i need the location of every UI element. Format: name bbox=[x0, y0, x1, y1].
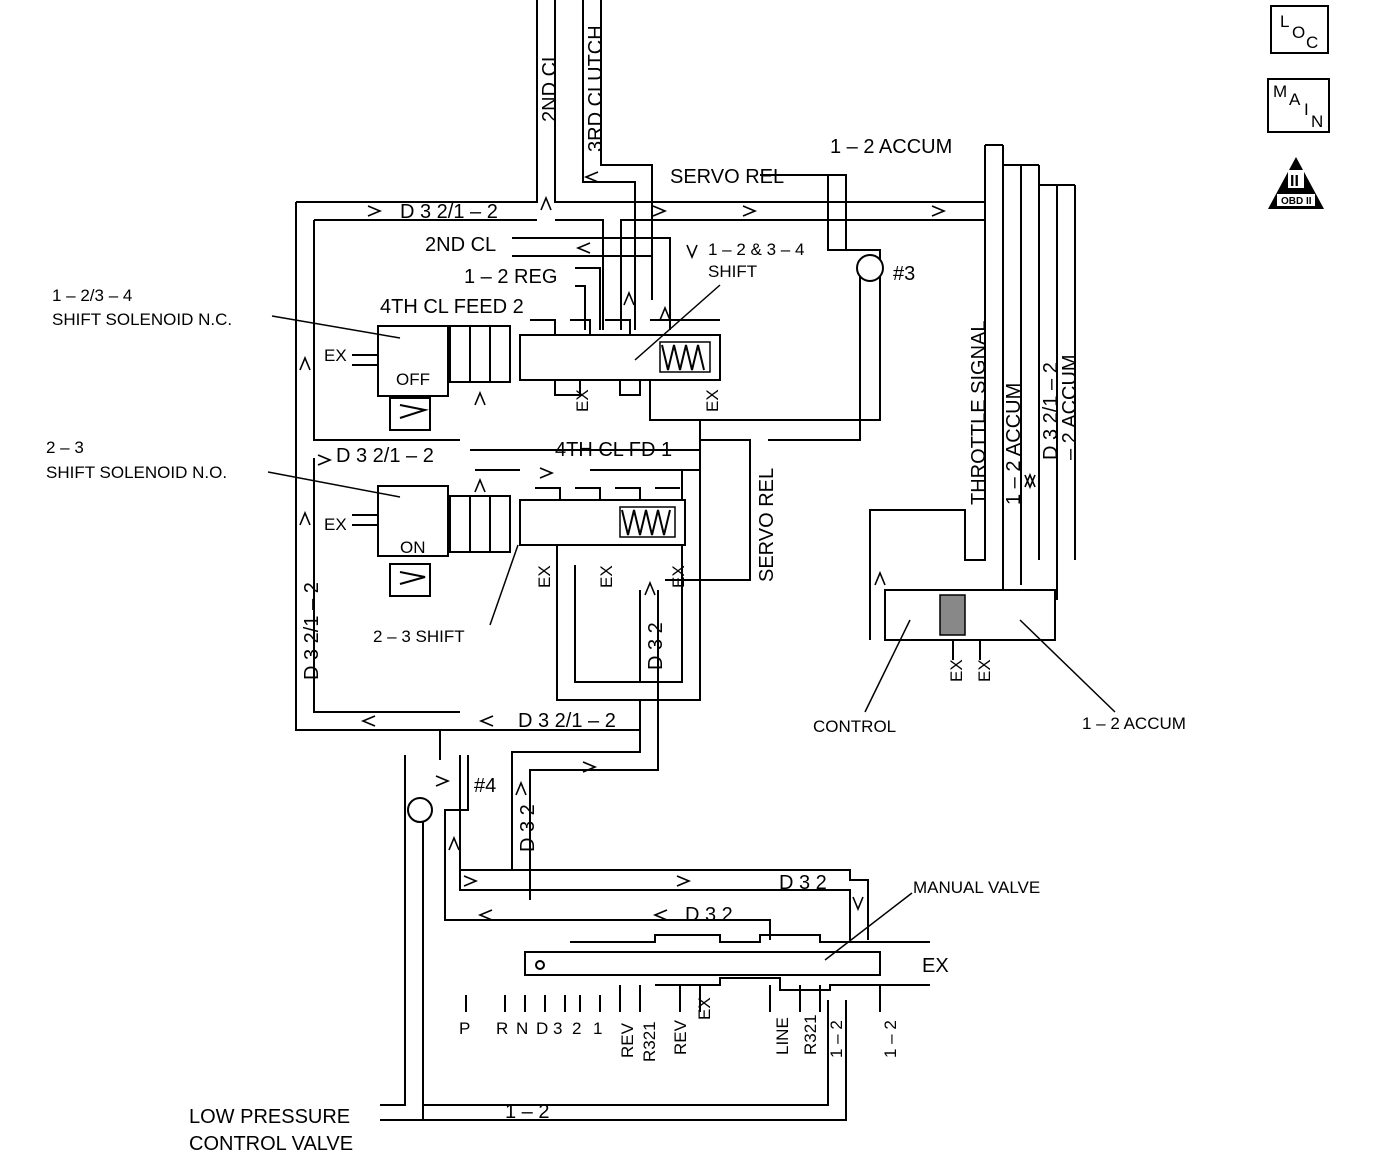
label-on: ON bbox=[400, 538, 426, 557]
label-solenoid-23: 2 – 3 bbox=[46, 438, 84, 457]
label-d32-lower: D 3 2 bbox=[517, 804, 539, 852]
label-servo-rel-top: SERVO REL bbox=[670, 166, 784, 188]
label-port-rev: REV bbox=[618, 1022, 637, 1058]
label-ex: EX bbox=[535, 565, 554, 588]
label-ex: EX bbox=[947, 659, 966, 682]
label-1-2-reg: 1 – 2 REG bbox=[464, 266, 557, 288]
main-icon-letter: M bbox=[1273, 82, 1287, 101]
leader-lines bbox=[267, 284, 1116, 961]
manual-valve[interactable] bbox=[524, 934, 930, 991]
label-ex: EX bbox=[975, 659, 994, 682]
label-2-3-shift: 2 – 3 SHIFT bbox=[373, 627, 465, 646]
label-port-r321: R321 bbox=[640, 1021, 659, 1062]
loc-icon-letter: C bbox=[1306, 33, 1318, 52]
label-port-1-2: 1 – 2 bbox=[881, 1020, 900, 1058]
accumulator-valve[interactable] bbox=[884, 589, 1056, 660]
main-icon-letter: A bbox=[1289, 90, 1301, 109]
label-1-2-accum-bottom: 1 – 2 ACCUM bbox=[1082, 714, 1186, 733]
label-check-ball-4: #4 bbox=[474, 775, 496, 797]
label-position-1: 1 bbox=[593, 1019, 602, 1038]
label-ex: EX bbox=[597, 565, 616, 588]
label-2nd-cl-mid: 2ND CL bbox=[425, 234, 496, 256]
loc-icon-letter: O bbox=[1292, 23, 1305, 42]
label-port-ex: EX bbox=[695, 997, 714, 1020]
label-d32-12-top: D 3 2/1 – 2 bbox=[400, 201, 498, 223]
label-d32-return: D 3 2 bbox=[685, 904, 733, 926]
label-1-2-accum-top: 1 – 2 ACCUM bbox=[830, 136, 952, 158]
obd-icon-numeral: II bbox=[1290, 173, 1299, 190]
label-2-accum-right: – 2 ACCUM bbox=[1059, 354, 1081, 460]
label-position-d: D bbox=[536, 1019, 548, 1038]
shift-valve-23[interactable] bbox=[519, 487, 686, 546]
flow-arrows bbox=[299, 171, 1036, 921]
label-solenoid-1234: 1 – 2/3 – 4 bbox=[52, 286, 132, 305]
label-control: CONTROL bbox=[813, 717, 896, 736]
loc-icon-letter: L bbox=[1280, 12, 1289, 31]
channel-lines bbox=[295, 0, 1076, 1121]
label-d32-vertical: D 3 2 bbox=[645, 622, 667, 670]
label-ex: EX bbox=[324, 346, 347, 365]
shift-solenoid-1234[interactable] bbox=[352, 325, 511, 431]
label-ex-manual: EX bbox=[922, 955, 949, 977]
loc-icon[interactable]: L O C bbox=[1270, 5, 1329, 54]
diagram-labels: 2ND CL 3RD CLUTCH 1 – 2 ACCUM SERVO REL … bbox=[46, 25, 1186, 1155]
label-position-2: 2 bbox=[572, 1019, 581, 1038]
label-position-r: R bbox=[496, 1019, 508, 1038]
label-4th-cl-fd-1: 4TH CL FD 1 bbox=[555, 439, 672, 461]
main-icon-letter: I bbox=[1304, 100, 1309, 119]
label-servo-rel-mid: SERVO REL bbox=[756, 468, 778, 582]
label-ex: EX bbox=[324, 515, 347, 534]
label-low-pressure: LOW PRESSURE bbox=[189, 1106, 350, 1128]
label-d32-right: D 3 2 bbox=[779, 872, 827, 894]
label-manual-valve: MANUAL VALVE bbox=[913, 878, 1040, 897]
label-ex: EX bbox=[573, 389, 592, 412]
label-port-1-2: 1 – 2 bbox=[827, 1020, 846, 1058]
check-ball-3[interactable] bbox=[856, 254, 884, 282]
label-port-line: LINE bbox=[773, 1017, 792, 1055]
label-d32-12-left: D 3 2/1 – 2 bbox=[301, 582, 323, 680]
shift-solenoid-23[interactable] bbox=[352, 485, 511, 597]
label-1-2-accum-right: 1 – 2 ACCUM bbox=[1003, 383, 1025, 505]
label-2nd-cl-top: 2ND CL bbox=[539, 51, 561, 122]
label-d32-12-bottom: D 3 2/1 – 2 bbox=[518, 710, 616, 732]
label-position-3: 3 bbox=[553, 1019, 562, 1038]
label-1-2-line: 1 – 2 bbox=[505, 1101, 549, 1123]
label-control-valve: CONTROL VALVE bbox=[189, 1133, 353, 1155]
label-ex: EX bbox=[669, 565, 688, 588]
manual-valve-ticks bbox=[465, 985, 881, 1012]
label-throttle-signal: THROTTLE SIGNAL bbox=[968, 321, 990, 505]
label-d32-12-right: D 3 2/1 – 2 bbox=[1040, 362, 1062, 460]
label-position-p: P bbox=[459, 1019, 470, 1038]
main-icon-letter: N bbox=[1311, 112, 1323, 131]
main-icon[interactable]: M A I N bbox=[1267, 78, 1330, 133]
label-port-rev: REV bbox=[671, 1019, 690, 1055]
label-1-2-3-4-shift-line2: SHIFT bbox=[708, 262, 757, 281]
label-port-r321: R321 bbox=[801, 1014, 820, 1055]
shift-valve-1234[interactable] bbox=[519, 319, 721, 396]
label-solenoid-23-line2: SHIFT SOLENOID N.O. bbox=[46, 463, 227, 482]
label-4th-cl-feed-2: 4TH CL FEED 2 bbox=[380, 296, 524, 318]
check-ball-4[interactable] bbox=[407, 797, 433, 823]
label-1-2-3-4-shift: 1 – 2 & 3 – 4 bbox=[708, 240, 804, 259]
obd-ii-icon[interactable]: II OBD II bbox=[1268, 157, 1324, 209]
label-position-n: N bbox=[516, 1019, 528, 1038]
label-off: OFF bbox=[396, 370, 430, 389]
label-solenoid-1234-line2: SHIFT SOLENOID N.C. bbox=[52, 310, 232, 329]
label-d32-12-mid: D 3 2/1 – 2 bbox=[336, 445, 434, 467]
label-ex: EX bbox=[703, 389, 722, 412]
obd-icon-label: OBD II bbox=[1281, 196, 1312, 207]
label-3rd-clutch: 3RD CLUTCH bbox=[585, 25, 607, 152]
label-check-ball-3: #3 bbox=[893, 263, 915, 285]
